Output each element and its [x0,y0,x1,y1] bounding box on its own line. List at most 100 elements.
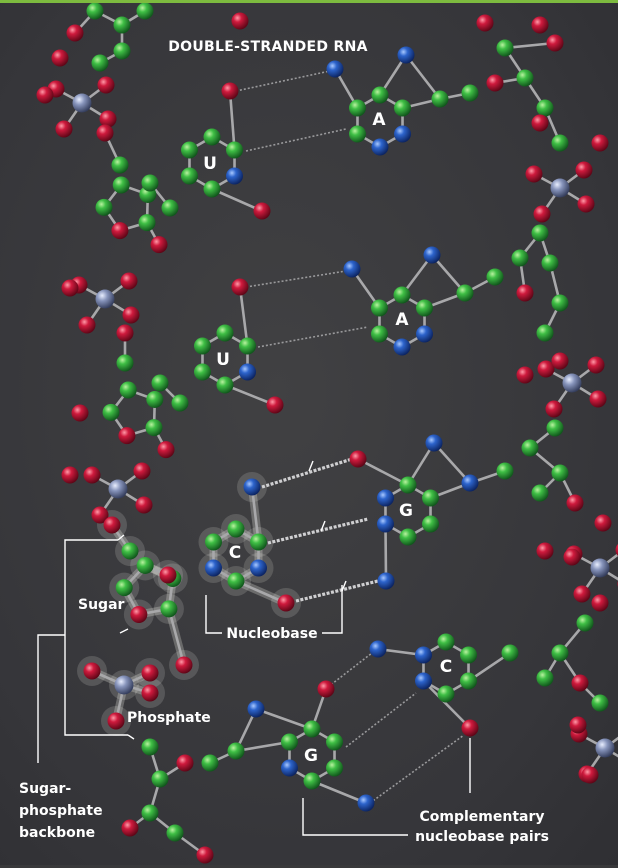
base-letter-u-top: U [203,154,217,174]
carbon-atom [228,521,245,538]
oxygen-atom [197,847,214,864]
oxygen-atom [537,543,554,560]
phosphorus-atom [591,559,610,578]
nitrogen-atom [244,479,261,496]
oxygen-atom [52,50,69,67]
oxygen-atom [134,463,151,480]
carbon-atom [167,825,184,842]
carbon-atom [142,739,159,756]
carbon-atom [532,485,549,502]
carbon-atom [217,377,234,394]
phosphorus-atom [96,290,115,309]
carbon-atom [152,375,169,392]
label-backbone-3: backbone [19,825,95,841]
diagram-title: DOUBLE-STRANDED RNA [168,39,368,55]
carbon-atom [304,721,321,738]
base-letter-a-top: A [372,110,386,130]
oxygen-atom [100,111,117,128]
oxygen-atom [136,497,153,514]
oxygen-atom [517,367,534,384]
nucleobase-bracket [206,595,222,633]
carbon-atom [400,529,417,546]
carbon-atom [552,135,569,152]
carbon-atom [226,142,243,159]
nitrogen-atom [398,47,415,64]
carbon-atom [194,338,211,355]
oxygen-atom [576,162,593,179]
carbon-atom [152,771,169,788]
carbon-atom [517,70,534,87]
hydrogen-bond [246,129,346,151]
carbon-atom [537,100,554,117]
oxygen-atom [462,720,479,737]
carbon-atom [304,773,321,790]
oxygen-atom [108,713,125,730]
oxygen-atom [37,87,54,104]
carbon-atom [497,40,514,57]
carbon-atom [239,338,256,355]
oxygen-atom [570,717,587,734]
hydrogen-bond [262,459,352,487]
oxygen-atom [122,820,139,837]
oxygen-atom [98,77,115,94]
carbon-atom [394,287,411,304]
nitrogen-atom [394,126,411,143]
oxygen-atom [130,606,147,623]
covalent-bond [240,287,248,346]
hydrogen-bond [328,653,372,687]
phosphorus-atom [109,480,128,499]
carbon-atom [146,391,163,408]
oxygen-atom [62,467,79,484]
oxygen-atom [552,353,569,370]
carbon-atom [552,645,569,662]
carbon-atom [502,645,519,662]
nitrogen-atom [226,168,243,185]
carbon-atom [432,91,449,108]
oxygen-atom [267,397,284,414]
carbon-atom [116,579,133,596]
oxygen-atom [72,405,89,422]
oxygen-atom [487,75,504,92]
oxygen-atom [350,451,367,468]
oxygen-atom [572,675,589,692]
pairs-leader-left [303,798,408,835]
oxygen-atom [532,17,549,34]
carbon-atom [592,695,609,712]
oxygen-atom [84,467,101,484]
label-backbone-2: phosphate [19,803,103,819]
carbon-atom [487,269,504,286]
carbon-atom [202,755,219,772]
carbon-atom [457,285,474,302]
phosphorus-atom [563,374,582,393]
nitrogen-atom [327,61,344,78]
carbon-atom [460,673,477,690]
oxygen-atom [595,515,612,532]
carbon-atom [326,760,343,777]
nitrogen-atom [239,364,256,381]
hydrogen-bond [258,327,368,347]
carbon-atom [120,381,137,398]
carbon-atom [92,55,109,72]
carbon-atom [181,168,198,185]
hydrogen-bond [296,581,378,601]
oxygen-atom [123,307,140,324]
oxygen-atom [477,15,494,32]
base-letter-c-upper: C [229,543,241,563]
carbon-atom [372,87,389,104]
oxygen-atom [160,567,177,584]
oxygen-atom [254,203,271,220]
carbon-atom [460,647,477,664]
carbon-atom [537,670,554,687]
covalent-bond [312,781,366,803]
carbon-atom [422,490,439,507]
carbon-atom [139,214,156,231]
carbon-atom [172,395,189,412]
nitrogen-atom [250,560,267,577]
oxygen-atom [56,121,73,138]
label-pairs-2: nucleobase pairs [415,829,549,845]
oxygen-atom [532,115,549,132]
oxygen-atom [104,517,121,534]
oxygen-atom [547,35,564,52]
carbon-atom [438,686,455,703]
nitrogen-atom [377,490,394,507]
